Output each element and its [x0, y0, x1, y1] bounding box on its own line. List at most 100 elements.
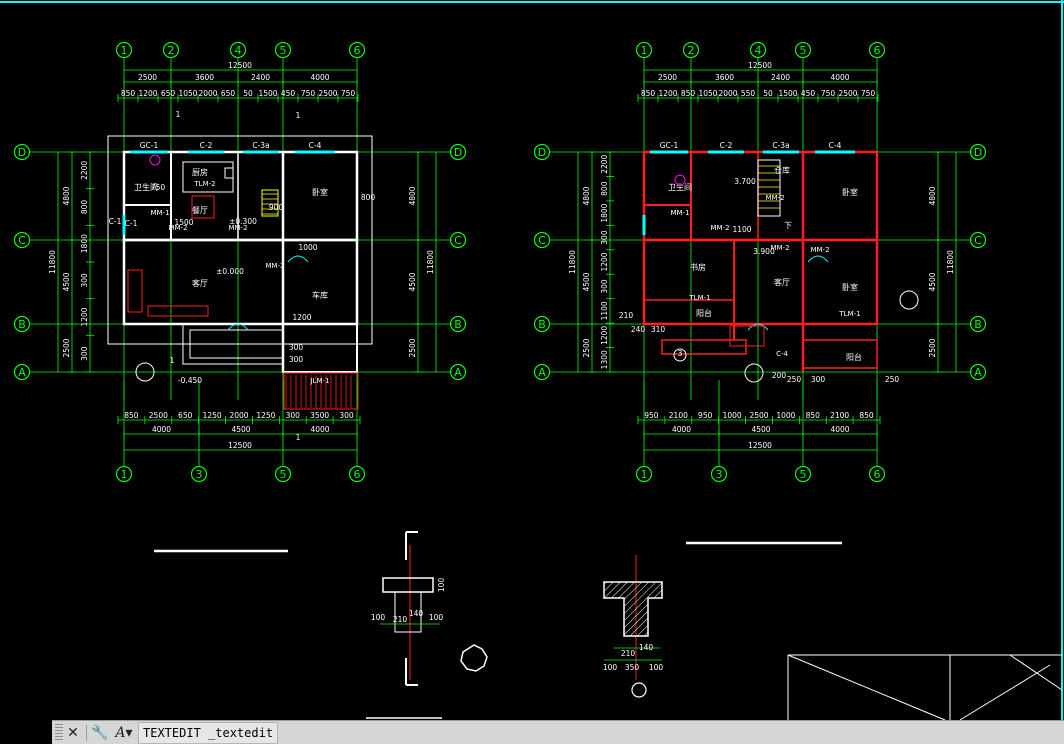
- dim-text: 3600: [195, 73, 214, 82]
- door-label: MM-2: [168, 224, 187, 232]
- detail-dim: 100: [649, 663, 664, 672]
- axis-bubble-top: 5: [274, 41, 292, 59]
- axis-bubble-circle: [449, 231, 467, 249]
- dim-text: 1500: [778, 89, 797, 98]
- room-label: 仓库: [774, 165, 790, 175]
- axis-bubble-circle: [348, 465, 366, 483]
- detail-dim: 100: [603, 663, 618, 672]
- axis-bubble-circle: [13, 231, 31, 249]
- plan-note: 3: [678, 349, 683, 358]
- axis-bubble-left: D: [13, 143, 31, 161]
- plan-note: 1: [296, 433, 301, 442]
- axis-bubble-circle: [115, 41, 133, 59]
- dim-text: 1200: [658, 89, 677, 98]
- column-shaft: [394, 591, 422, 633]
- dim-text: 1250: [203, 411, 222, 420]
- room-label: 卧室: [842, 282, 858, 292]
- dim-text: 2500: [838, 89, 857, 98]
- axis-bubble-label: 2: [168, 44, 175, 57]
- axis-bubble-label: 1: [121, 468, 128, 481]
- text-prompt-icon[interactable]: A▾: [115, 724, 133, 741]
- command-input[interactable]: [282, 723, 1064, 743]
- room-label: 卧室: [842, 187, 858, 197]
- window-label: C-3a: [772, 141, 789, 150]
- axis-bubble-left: B: [533, 315, 551, 333]
- door-swing: [227, 323, 249, 331]
- dim-text: 3600: [715, 73, 734, 82]
- title-block[interactable]: [787, 654, 1063, 721]
- wrench-icon[interactable]: 🔧: [91, 724, 109, 741]
- axis-bubble-circle: [635, 41, 653, 59]
- axis-bubble-right: A: [969, 363, 987, 381]
- dim-text: 850: [121, 89, 136, 98]
- section-cut-top: [405, 531, 418, 560]
- axis-bubble-left: C: [533, 231, 551, 249]
- room-label: 阳台: [696, 308, 712, 318]
- dim-text: 650: [178, 411, 193, 420]
- axis-bubble-circle: [868, 465, 886, 483]
- plan-note: ±0.300: [229, 217, 257, 226]
- axis-bubble-label: B: [18, 318, 26, 331]
- dim-text: 4800: [928, 186, 937, 205]
- section-marker: [744, 363, 764, 383]
- dim-text: 4000: [310, 425, 329, 434]
- section-marker: [899, 290, 919, 310]
- plan-note: C-1: [109, 217, 122, 226]
- dim-text: 1300: [600, 350, 609, 369]
- door-label: MM-2: [765, 194, 784, 202]
- axis-bubble-left: D: [533, 143, 551, 161]
- plan-note: C-1: [125, 219, 138, 228]
- right-total: 11800: [946, 250, 955, 274]
- axis-bubble-label: 5: [280, 44, 287, 57]
- dim-text: 2000: [718, 89, 737, 98]
- dim-text: 1200: [600, 252, 609, 271]
- toilet: [149, 154, 161, 166]
- axis-bubble-circle: [13, 363, 31, 381]
- dim-text: 2200: [80, 161, 89, 180]
- axis-bubble-right: D: [449, 143, 467, 161]
- dim-text: 800: [600, 181, 609, 196]
- overall-dim: 12500: [748, 61, 772, 70]
- axis-bubble-bottom: 3: [710, 465, 728, 483]
- axis-bubble-top: 6: [868, 41, 886, 59]
- stair-well: [757, 159, 781, 217]
- dim-text: 1100: [600, 301, 609, 320]
- axis-bubble-label: C: [974, 234, 982, 247]
- dim-text: 4800: [582, 186, 591, 205]
- axis-bubble-circle: [274, 41, 292, 59]
- dim-text: 4500: [751, 425, 770, 434]
- plan-note: 1200: [292, 313, 311, 322]
- axis-bubble-circle: [969, 363, 987, 381]
- detail-dim: 100: [437, 578, 446, 593]
- command-line-grip[interactable]: [55, 723, 63, 742]
- window-label: C-2: [720, 141, 733, 150]
- room-label: 客厅: [774, 277, 790, 287]
- plan-note: 3.900: [753, 247, 775, 256]
- axis-bubble-top: 1: [115, 41, 133, 59]
- door-label: TLM-1: [838, 310, 860, 318]
- command-line[interactable]: ✕ 🔧 A▾ TEXTEDIT _textedit: [52, 720, 1064, 744]
- plan-note: 1100: [732, 225, 751, 234]
- dim-text: 1050: [698, 89, 717, 98]
- dim-text: 4000: [152, 425, 171, 434]
- door-swing: [747, 323, 769, 331]
- axis-bubble-label: 4: [235, 44, 242, 57]
- axis-bubble-circle: [969, 315, 987, 333]
- plan-note: 300: [289, 343, 304, 352]
- door-label: TLM-2: [193, 180, 215, 188]
- plan-note: 310: [651, 325, 666, 334]
- dim-text: 2500: [658, 73, 677, 82]
- plan-note: 1: [176, 110, 181, 119]
- close-icon[interactable]: ✕: [67, 724, 79, 741]
- detail-dim: 210: [621, 649, 636, 658]
- axis-bubble-circle: [162, 41, 180, 59]
- dim-text: 2000: [229, 411, 248, 420]
- axis-bubble-circle: [533, 315, 551, 333]
- axis-bubble-bottom: 5: [794, 465, 812, 483]
